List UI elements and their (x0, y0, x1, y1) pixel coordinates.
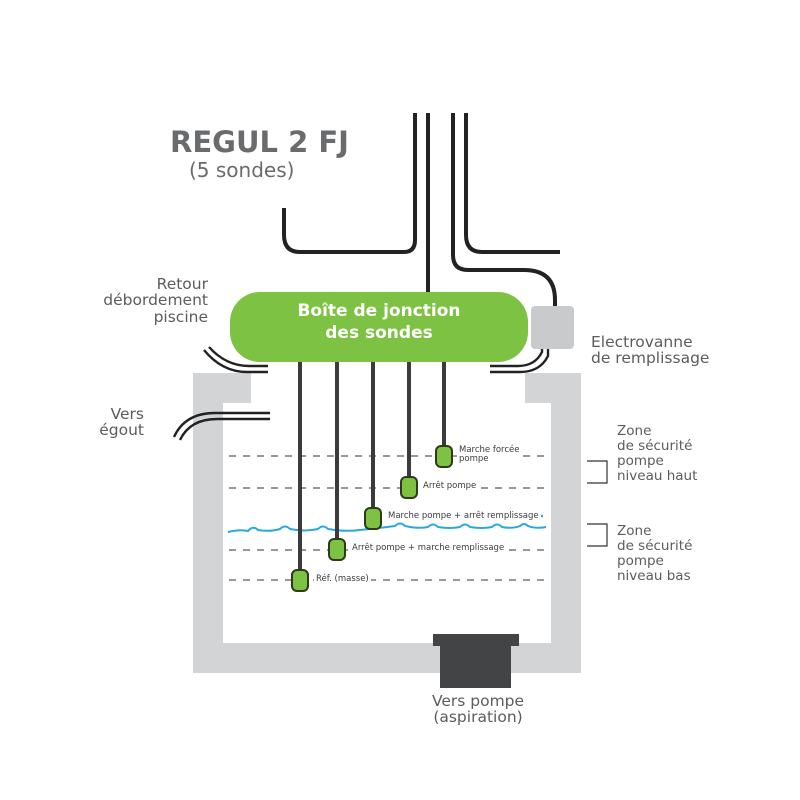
zone-low-line2: de sécurité (617, 537, 693, 554)
junction-box (230, 292, 528, 362)
probe-label-forced-line1: Marche forcée (459, 445, 520, 455)
zone-bracket-high (587, 460, 608, 484)
tank-wall (193, 373, 581, 673)
drain-label-line2: égout (99, 421, 144, 440)
zone-high-line2: de sécurité (617, 437, 693, 454)
return-pipe-label: Retour débordement piscine (80, 276, 208, 325)
zone-brackets (587, 460, 608, 547)
pump-label: Vers pompe (aspiration) (428, 693, 528, 726)
probe-label-stop-fill: Arrêt pompe + marche remplissage (350, 543, 507, 554)
zone-bracket-low (587, 523, 608, 547)
zone-high-line1: Zone (617, 423, 652, 439)
pump-suction-block (433, 634, 519, 688)
probe-label-forced: Marche forcée pompe (457, 445, 522, 465)
probe-cables (298, 362, 446, 575)
zone-low-label: Zone de sécurité pompe niveau bas (617, 524, 692, 583)
pump-label-line1: Vers pompe (431, 692, 525, 710)
junction-box-label: Boîte de jonction des sondes (230, 300, 528, 344)
return-label-line3: piscine (153, 307, 208, 326)
probe-node-forced (435, 445, 453, 468)
return-pipe (203, 346, 268, 374)
probe-nodes (291, 445, 453, 592)
probe-label-start-stopfill: Marche pompe + arrêt remplissage (386, 511, 541, 522)
return-label-line2: débordement (103, 291, 208, 310)
electrovanne-valve (531, 306, 574, 349)
junction-box-line2: des sondes (325, 323, 433, 344)
water-surface (227, 522, 547, 533)
pump-label-line2: (aspiration) (433, 708, 523, 727)
probe-label-ref: Réf. (masse) (314, 574, 371, 585)
zone-low-line1: Zone (617, 523, 652, 539)
probe-label-forced-line2: pompe (459, 454, 489, 465)
diagram-title: REGUL 2 FJ (170, 125, 349, 159)
top-cables (282, 113, 560, 310)
zone-low-line4: niveau bas (617, 567, 691, 584)
fill-valve-pipe (490, 346, 550, 374)
electrovanne-label-line2: de remplissage (591, 349, 710, 368)
probe-node-stop-fill (328, 538, 346, 561)
zone-high-line4: niveau haut (617, 467, 698, 484)
drain-pipe-label: Vers égout (80, 406, 144, 439)
zone-low-line3: pompe (617, 552, 664, 569)
zone-high-line3: pompe (617, 452, 664, 469)
drain-label-line1: Vers (110, 405, 144, 423)
electrovanne-label-line1: Electrovanne (591, 333, 693, 351)
probe-label-stop: Arrêt pompe (421, 481, 479, 492)
return-label-line1: Retour (156, 275, 208, 293)
diagram-subtitle: (5 sondes) (189, 158, 295, 182)
probe-node-start-stopfill (364, 507, 382, 530)
junction-box-line1: Boîte de jonction (297, 301, 461, 321)
electrovanne-label: Electrovanne de remplissage (591, 334, 709, 367)
probe-node-stop (400, 476, 418, 499)
zone-high-label: Zone de sécurité pompe niveau haut (617, 424, 697, 483)
probe-node-ref (291, 569, 309, 592)
drain-pipe (172, 411, 270, 441)
